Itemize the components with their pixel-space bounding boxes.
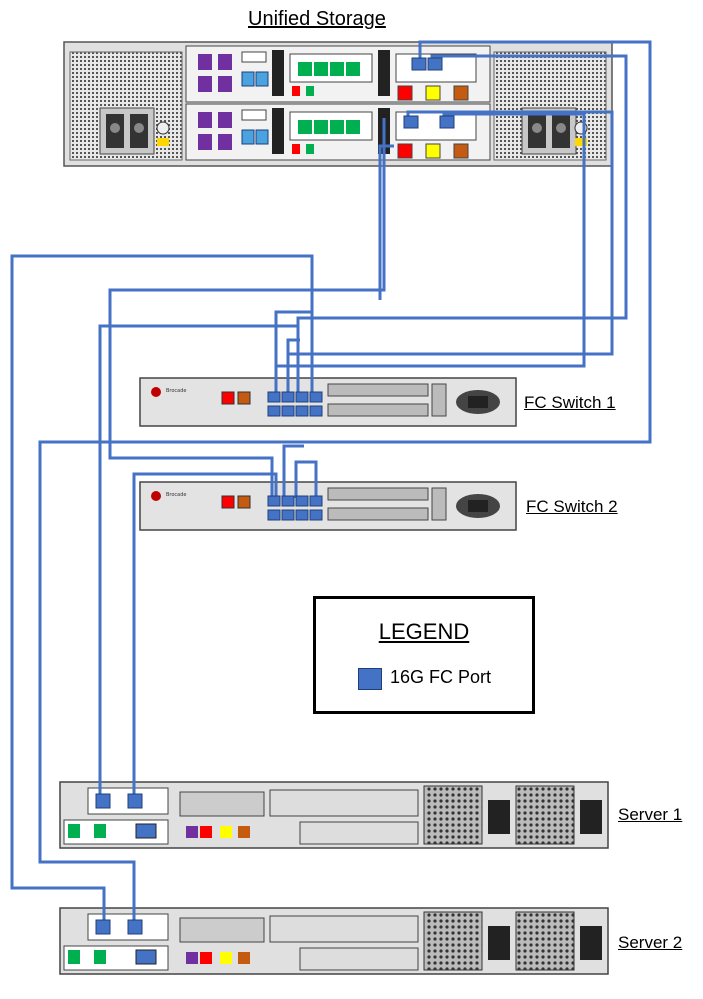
switch2-fc-port-6[interactable]: [281, 509, 295, 521]
switch1-fc-port-2[interactable]: [281, 391, 295, 403]
switch1-fc-port-6[interactable]: [281, 405, 295, 417]
storage-a-fc-port-1[interactable]: [411, 57, 427, 71]
server1-fc-port-2[interactable]: [127, 793, 143, 809]
brand-text-2: Brocade: [166, 492, 187, 498]
server-2-label: Server 2: [618, 933, 683, 952]
fc-switch-2-label: FC Switch 2: [526, 497, 618, 516]
switch2-fc-port-7[interactable]: [295, 509, 309, 521]
legend-fc-port-swatch: [358, 668, 382, 690]
fc-ports: [95, 57, 455, 935]
brand-text-1: Brocade: [166, 388, 187, 394]
storage-a-fc-port-2[interactable]: [427, 57, 443, 71]
legend-box: LEGEND 16G FC Port: [313, 596, 535, 714]
fc-switch-2: Brocade: [139, 481, 517, 531]
switch2-fc-port-4[interactable]: [309, 495, 323, 507]
fc-switch-1: Brocade: [139, 377, 517, 427]
switch2-fc-port-5[interactable]: [267, 509, 281, 521]
switch1-fc-port-1[interactable]: [267, 391, 281, 403]
server2-fc-port-2[interactable]: [127, 919, 143, 935]
switch2-fc-port-3[interactable]: [295, 495, 309, 507]
server-1-label: Server 1: [618, 805, 683, 824]
fc-switch-1-label: FC Switch 1: [524, 393, 616, 412]
switch2-fc-port-8[interactable]: [309, 509, 323, 521]
server2-fc-port-1[interactable]: [95, 919, 111, 935]
switch1-fc-port-8[interactable]: [309, 405, 323, 417]
server-2: [59, 907, 609, 975]
switch1-fc-port-3[interactable]: [295, 391, 309, 403]
fc-cables: [10, 40, 652, 920]
legend-item-label: 16G FC Port: [390, 667, 492, 687]
server1-fc-port-1[interactable]: [95, 793, 111, 809]
unified-storage-chassis: [63, 41, 613, 167]
switch1-fc-port-4[interactable]: [309, 391, 323, 403]
switch1-fc-port-5[interactable]: [267, 405, 281, 417]
server-1: [59, 781, 609, 849]
switch1-fc-port-7[interactable]: [295, 405, 309, 417]
switch2-fc-port-1[interactable]: [267, 495, 281, 507]
legend-title: LEGEND: [378, 619, 470, 644]
storage-title: Unified Storage: [248, 8, 386, 30]
switch2-fc-port-2[interactable]: [281, 495, 295, 507]
storage-b-fc-port-2[interactable]: [439, 115, 455, 129]
storage-b-fc-port-1[interactable]: [403, 115, 419, 129]
